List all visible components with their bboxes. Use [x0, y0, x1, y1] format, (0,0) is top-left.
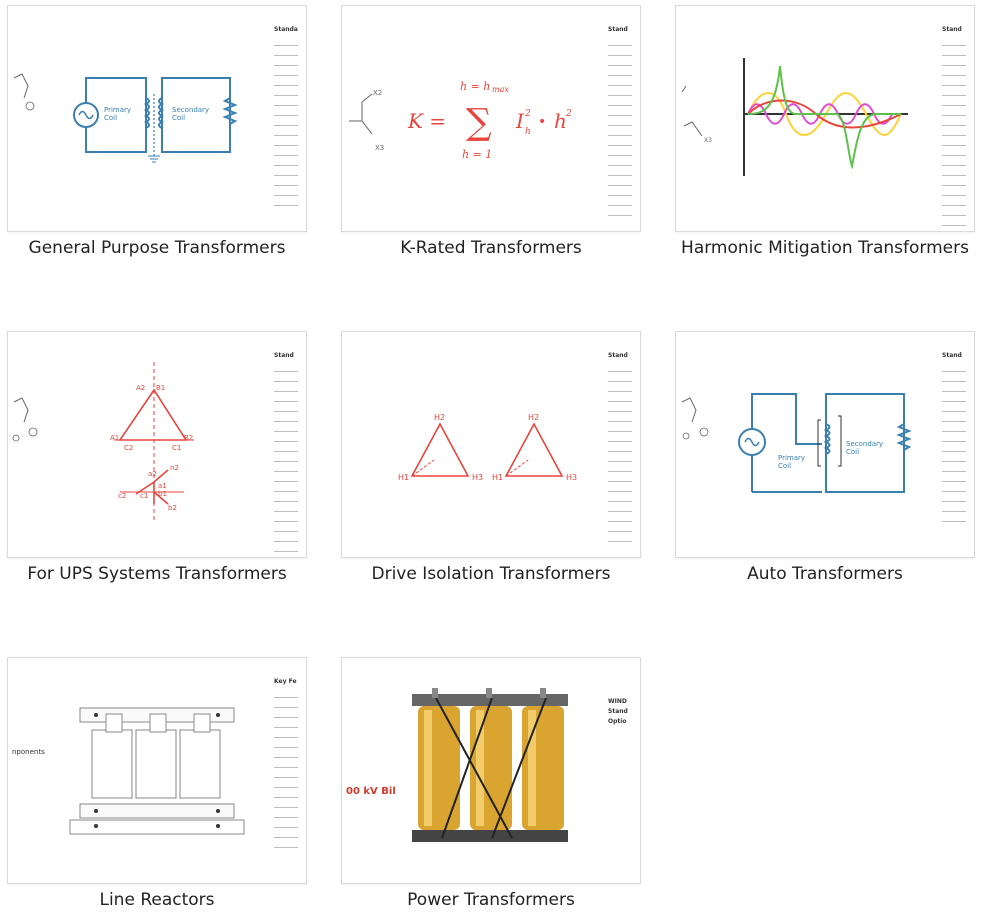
spec-rail: Stand — [608, 352, 632, 542]
primary-coil-label-2: Coil — [104, 114, 117, 122]
term-sub: h — [525, 127, 531, 137]
secondary-coil-label: Secondary — [846, 440, 883, 448]
c2-label: C2 — [124, 444, 133, 452]
spec-rail: Stand — [274, 352, 298, 557]
primary-coil-label: Primary — [778, 454, 805, 462]
dot: • — [538, 114, 546, 130]
a1-label: A1 — [110, 434, 119, 442]
term-h: h — [554, 109, 567, 133]
term-i: I — [515, 109, 525, 133]
product-thumbnail[interactable]: 00 kV Bil WIND Stand Optio — [341, 657, 641, 884]
drive-isolation-diagram: H2 H1 H3 H2 H1 H3 — [398, 413, 577, 482]
secondary-coil-label-2: Coil — [846, 448, 859, 456]
spec-rail: WIND Stand Optio — [608, 698, 628, 725]
c1-label: C1 — [172, 444, 181, 452]
spec-rail: Stand — [942, 26, 966, 226]
product-title-link[interactable]: Auto Transformers — [747, 564, 903, 584]
kv-bil-text: 00 kV Bil — [346, 786, 396, 797]
auto-transformer-diagram: Primary Coil Secondary Coil — [681, 393, 912, 493]
product-thumbnail[interactable]: Primary Coil Secondary Coil Stand — [675, 331, 975, 558]
sum-top: h = h — [460, 80, 490, 93]
product-thumbnail[interactable]: X2 X3 K = h = h max ∑ h = 1 I 2 h • h 2 … — [341, 5, 641, 232]
k-rated-formula: X2 X3 K = h = h max ∑ h = 1 I 2 h • h 2 — [349, 80, 572, 161]
term-sup: 2 — [524, 109, 531, 119]
product-title-link[interactable]: Line Reactors — [99, 890, 215, 910]
b1-small-label: b1 — [158, 490, 167, 498]
product-thumbnail[interactable]: X3 Stand — [675, 5, 975, 232]
h2-label-right: H2 — [528, 413, 539, 422]
sum-top-sub: max — [492, 85, 509, 94]
a2-small-label: a2 — [148, 470, 157, 478]
a1-small-label: a1 — [158, 482, 167, 490]
c2-small-label: c2 — [118, 492, 126, 500]
secondary-coil-label-2: Coil — [172, 114, 185, 122]
a2-label: A2 — [136, 384, 145, 392]
b2-label: B2 — [184, 434, 193, 442]
formula-k: K = — [407, 109, 446, 133]
power-transformer-photo: 00 kV Bil — [346, 688, 568, 842]
h1-label-left: H1 — [398, 473, 409, 482]
x2-label: X2 — [373, 89, 382, 97]
x3-label: X3 — [704, 137, 712, 144]
line-reactor-drawing: nponents — [12, 707, 245, 835]
spec-rail: Standa — [274, 26, 298, 206]
h2-label-left: H2 — [434, 413, 445, 422]
n2-label: n2 — [170, 464, 179, 472]
b1-label: B1 — [156, 384, 165, 392]
spec-rail: Stand — [942, 352, 966, 522]
h3-label-right: H3 — [566, 473, 577, 482]
b2-small-label: b2 — [168, 504, 177, 512]
product-title-link[interactable]: General Purpose Transformers — [28, 238, 286, 258]
product-thumbnail[interactable]: A2 B1 A1 B2 C2 C1 c2 c1 a2 a1 b1 b2 n2 S… — [7, 331, 307, 558]
sum-symbol: ∑ — [466, 102, 492, 143]
ups-delta-wye-diagram: A2 B1 A1 B2 C2 C1 c2 c1 a2 a1 b1 b2 n2 — [12, 362, 194, 522]
product-thumbnail[interactable]: Primary Coil Secondary Coil Standa — [7, 5, 307, 232]
spec-rail: Key Fe — [274, 678, 298, 848]
product-title-link[interactable]: For UPS Systems Transformers — [27, 564, 287, 584]
product-thumbnail[interactable]: H2 H1 H3 H2 H1 H3 Stand — [341, 331, 641, 558]
sum-bottom: h = 1 — [462, 148, 492, 161]
components-text: nponents — [12, 748, 45, 756]
general-purpose-diagram: Primary Coil Secondary Coil — [13, 73, 238, 163]
x3-label: X3 — [375, 144, 384, 152]
h1-label-right: H1 — [492, 473, 503, 482]
primary-coil-label: Primary — [104, 106, 131, 114]
product-thumbnail[interactable]: nponents Key Fe — [7, 657, 307, 884]
spec-rail: Stand — [608, 26, 632, 216]
product-title-link[interactable]: Power Transformers — [407, 890, 575, 910]
secondary-coil-label: Secondary — [172, 106, 209, 114]
term-h-sup: 2 — [565, 109, 572, 119]
h3-label-left: H3 — [472, 473, 483, 482]
product-title-link[interactable]: K-Rated Transformers — [400, 238, 582, 258]
harmonic-waveforms: X3 — [681, 58, 908, 176]
c1-small-label: c1 — [140, 492, 148, 500]
product-title-link[interactable]: Drive Isolation Transformers — [371, 564, 611, 584]
primary-coil-label-2: Coil — [778, 462, 791, 470]
product-title-link[interactable]: Harmonic Mitigation Transformers — [681, 238, 969, 258]
